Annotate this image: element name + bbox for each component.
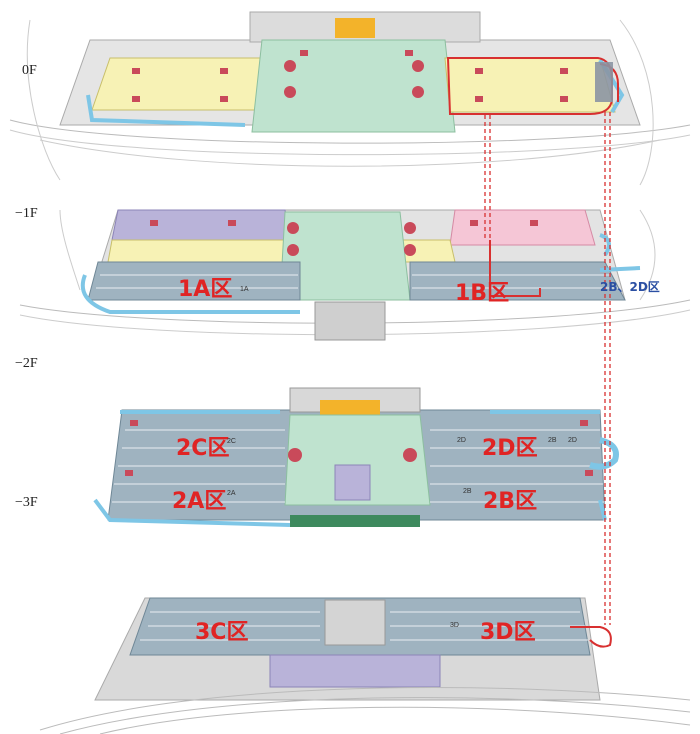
zone-label-2a: 2A区 bbox=[172, 489, 227, 514]
vertical-connectors bbox=[484, 112, 611, 625]
zone-label-3d: 3D区 bbox=[480, 620, 536, 645]
tag-2a: 2A bbox=[227, 490, 236, 497]
tag-1a: 1A bbox=[240, 286, 249, 293]
tag-2b-left: 2B bbox=[463, 488, 472, 495]
zone-label-1b: 1B区 bbox=[455, 281, 510, 306]
tag-2d: 2D bbox=[457, 437, 466, 444]
level-0f bbox=[9, 11, 691, 186]
side-note-2b-2d: 2B、2D区 bbox=[600, 280, 660, 294]
zone-label-1a: 1A区 bbox=[178, 277, 233, 302]
zone-label-2b: 2B区 bbox=[483, 489, 538, 514]
zone-label-3c: 3C区 bbox=[195, 620, 249, 645]
level-bottom bbox=[39, 597, 691, 734]
entrance-block bbox=[335, 18, 375, 38]
zone-label-2c: 2C区 bbox=[176, 436, 230, 461]
level-b2f bbox=[93, 387, 619, 527]
level-b1f bbox=[19, 209, 691, 341]
floor-label-b3f: −3F bbox=[15, 495, 38, 510]
tag-3d: 3D bbox=[450, 622, 459, 629]
tag-2d-right: 2D bbox=[568, 437, 577, 444]
tag-2c: 2C bbox=[227, 438, 236, 445]
floor-label-b1f: −1F bbox=[15, 206, 38, 221]
tag-2b-right: 2B bbox=[548, 437, 557, 444]
floor-label-0f: 0F bbox=[22, 63, 37, 78]
floor-label-b2f: −2F bbox=[15, 356, 38, 371]
zone-label-2d: 2D区 bbox=[482, 436, 538, 461]
